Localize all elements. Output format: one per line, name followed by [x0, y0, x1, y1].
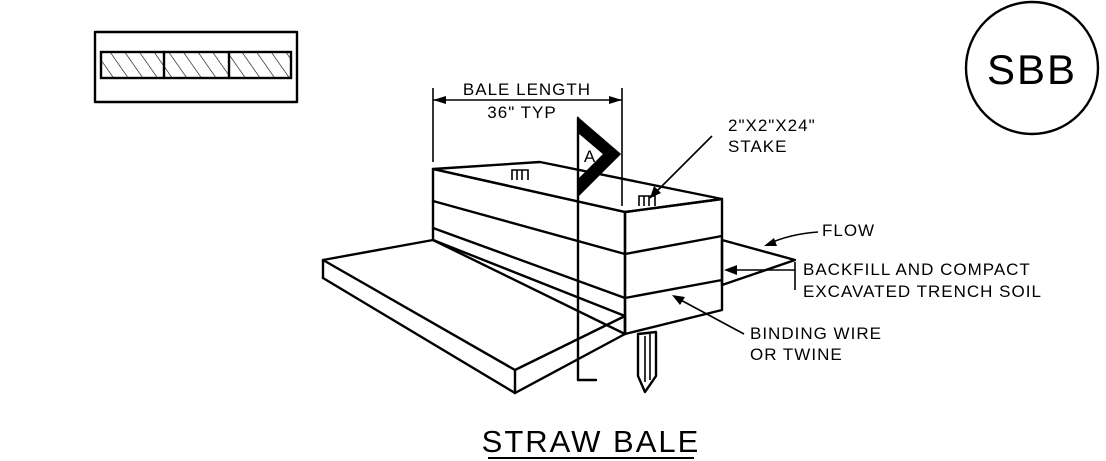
plan-view-legend [93, 30, 299, 104]
bale-length-dimension: BALE LENGTH 36" TYP [432, 80, 623, 206]
stake-tops [511, 169, 656, 206]
drawing-title: STRAW BALE [482, 424, 701, 459]
stake-label: STAKE [728, 137, 787, 156]
bale-length-label: BALE LENGTH [463, 80, 591, 99]
title-text: STRAW BALE [482, 424, 701, 459]
straw-bale [431, 160, 724, 336]
section-cut-line: A [576, 116, 622, 382]
backfill-label-line2: EXCAVATED TRENCH SOIL [803, 282, 1042, 301]
bale-length-typ-label: 36" TYP [487, 103, 556, 122]
backfill-callout: BACKFILL AND COMPACT EXCAVATED TRENCH SO… [724, 260, 1042, 301]
flow-label: FLOW [822, 221, 875, 240]
stake-size-label: 2"X2"X24" [728, 116, 816, 135]
badge-code: SBB [987, 46, 1077, 93]
detail-badge: SBB [964, 0, 1100, 136]
backfill-label-line1: BACKFILL AND COMPACT [803, 260, 1031, 279]
stake-callout: 2"X2"X24" STAKE [649, 116, 816, 199]
binding-label-line2: OR TWINE [750, 345, 843, 364]
binding-wire-callout: BINDING WIRE OR TWINE [672, 295, 882, 364]
stake-below-grade [636, 330, 658, 394]
flow-callout: FLOW [764, 221, 875, 246]
binding-label-line1: BINDING WIRE [750, 324, 882, 343]
section-marker-label: A [584, 147, 596, 166]
ground-slab [321, 238, 797, 395]
